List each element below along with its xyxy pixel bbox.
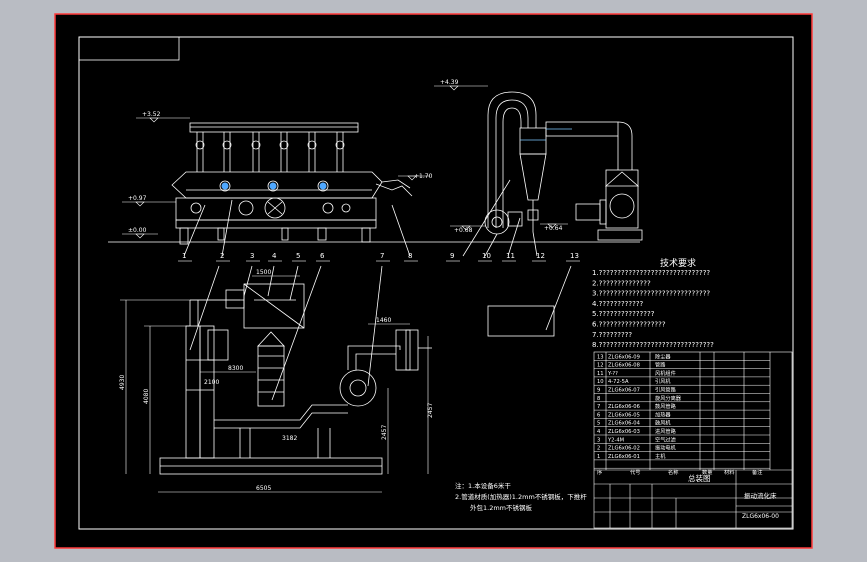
dim-6505: 6505 [256,485,271,492]
part-name: 引风机 [655,377,671,385]
part-number: 2 [597,446,600,452]
tech-requirement-line: 4.???????????? [592,300,644,308]
tech-requirement-line: 7.????????? [592,331,632,339]
part-number: 8 [597,396,600,402]
tech-requirement-line: 1.?????????????????????????????? [592,269,710,277]
tech-requirement-line: 3.?????????????????????????????? [592,290,710,298]
part-number: 9 [597,388,600,394]
parts-header-cell: 数量 [702,468,712,476]
balloon-7: 7 [380,252,384,260]
sheet-frame [78,36,794,530]
elevation-feeder-left: +0.97 [128,195,147,202]
tech-requirements-title: 技术要求 [660,257,696,269]
part-code: ZLG6x06-02 [608,446,640,452]
part-name: 主机 [655,452,666,460]
parts-list-table [593,351,793,529]
tech-requirement-line: 8.??????????????????????????????? [592,341,714,349]
balloon-6: 6 [320,252,325,260]
dim-1460: 1460 [376,317,391,324]
part-number: 10 [597,379,604,385]
dim-4930: 4930 [119,375,126,390]
elevation-duct-base: +0.64 [544,225,563,232]
part-code: ZLG6x06-06 [608,404,640,410]
balloon-3: 3 [250,252,254,260]
note-line-2: 2.管道材质(加热器)1.2mm不锈钢板，下推杆 [455,492,587,501]
part-name: 除尘器 [655,352,671,360]
part-name: 进风管路 [655,427,677,435]
part-name: 鼓风管路 [655,402,677,410]
balloon-13: 13 [570,252,579,260]
parts-header-cell: 代号 [630,468,640,476]
drawing-code: ZLG6x06-00 [742,513,779,520]
elevation-fan-base: +0.68 [454,227,473,234]
balloon-10: 10 [482,252,491,260]
elevation-ground: ±0.00 [128,227,147,234]
note-line-1: 注：1.本设备6米干 [455,481,511,490]
balloon-9: 9 [450,252,454,260]
part-number: 11 [597,371,604,377]
dim-4080: 4080 [143,389,150,404]
elevation-feeder-top: +3.52 [142,111,161,118]
part-name: 振动电机 [655,444,677,452]
part-number: 13 [597,354,604,360]
part-name: 空气过滤 [655,435,677,443]
parts-header-cell: 备注 [752,468,762,476]
balloon-5: 5 [296,252,300,260]
part-number: 6 [597,412,600,418]
part-number: 3 [597,437,600,443]
corner-tag-box [78,36,180,61]
part-code: ZLG6x06-05 [608,412,640,418]
dimension-lines [120,275,429,493]
part-name: 管路 [655,361,666,369]
item-13-box [487,305,555,337]
part-number: 12 [597,363,604,369]
part-code: ZLG6x06-07 [608,388,640,394]
part-code: 4-72-5A [608,379,629,385]
dim-8300: 8300 [228,365,243,372]
part-number: 1 [597,454,600,460]
part-name: 旋风分离器 [655,394,682,402]
note-line-3: 外包1.2mm不锈钢板 [470,503,533,512]
part-number: 5 [597,421,600,427]
balloon-2: 2 [220,252,224,260]
elevation-markers [122,85,568,239]
elevation-discharge: +1.70 [414,173,433,180]
balloon-1: 1 [182,252,186,260]
parts-header-cell: 序 [597,468,602,476]
part-code: ZLG6x06-01 [608,454,640,460]
dim-3182: 3182 [282,435,297,442]
part-code: ZLG6x06-08 [608,363,640,369]
cyclone-side-view [391,91,643,257]
tech-requirement-line: 6.?????????????????? [592,321,666,329]
part-name: 鼓风机 [655,419,671,427]
tech-requirement-line: 5.??????????????? [592,310,655,318]
balloon-12: 12 [536,252,545,260]
balloon-11: 11 [506,252,515,260]
product-name: 振动流化床 [744,491,777,500]
parts-header-cell: 材料 [724,468,734,476]
part-name: 加热器 [655,410,671,418]
parts-header-cell: 名称 [668,468,678,476]
part-code: Y2-4M [607,437,624,443]
drawing-name: 总装图 [688,473,711,483]
part-number: 7 [597,404,600,410]
balloon-8: 8 [408,252,412,260]
elevation-cyclone-top: +4.39 [440,79,459,86]
balloon-4: 4 [272,252,277,260]
part-number: 4 [597,429,601,435]
fluid-bed-side-view [108,122,640,257]
part-code: ZLG6x06-04 [608,421,641,427]
tech-requirement-line: 2.?????????????? [592,279,651,287]
part-name: 引风管路 [655,386,677,394]
dim-2457-b: 2457 [427,403,434,418]
part-code: ZLG6x06-03 [608,429,640,435]
part-code: Y-?? [607,371,618,377]
dim-2100: 2100 [204,379,219,386]
dim-2457-a: 2457 [381,425,388,440]
part-name: 风机组件 [655,369,676,377]
part-code: ZLG6x06-09 [608,354,640,360]
dim-1500: 1500 [256,269,271,276]
drawing-canvas [54,13,813,549]
